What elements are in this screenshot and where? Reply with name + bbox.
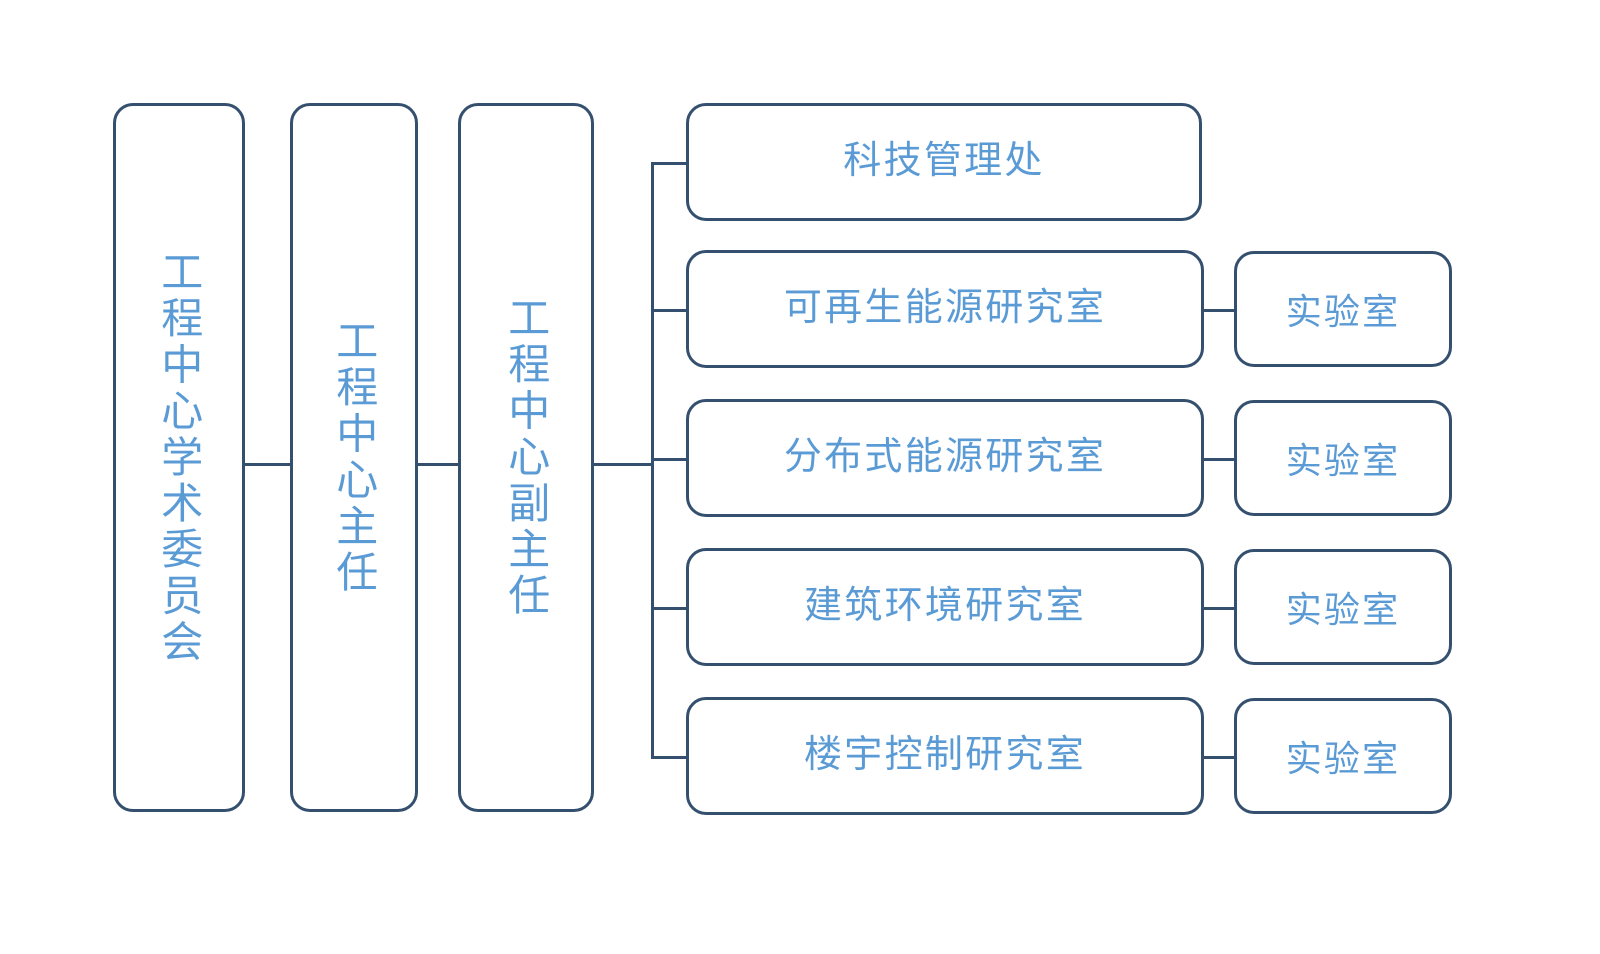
node-center-deputy-director[interactable]: 工程中心副主任 bbox=[458, 103, 594, 812]
node-lab-2[interactable]: 实验室 bbox=[1234, 251, 1452, 367]
connector-department-5-to-lab bbox=[1204, 756, 1262, 759]
node-department-1[interactable]: 科技管理处 bbox=[686, 103, 1202, 221]
node-lab-3[interactable]: 实验室 bbox=[1234, 400, 1452, 516]
connector-trunk-to-department-4 bbox=[651, 607, 689, 610]
connector-trunk-to-department-1 bbox=[651, 162, 689, 165]
node-department-4[interactable]: 建筑环境研究室 bbox=[686, 548, 1204, 666]
node-center-director[interactable]: 工程中心主任 bbox=[290, 103, 418, 812]
connector-department-4-to-lab bbox=[1204, 607, 1262, 610]
connector-trunk-to-department-3 bbox=[651, 458, 689, 461]
connector-deputy-to-trunk bbox=[594, 463, 654, 466]
connector-trunk-to-department-5 bbox=[651, 756, 689, 759]
node-academic-committee[interactable]: 工程中心学术委员会 bbox=[113, 103, 245, 812]
node-lab-5[interactable]: 实验室 bbox=[1234, 698, 1452, 814]
connector-director-to-deputy bbox=[418, 463, 458, 466]
connector-committee-to-director bbox=[245, 463, 290, 466]
connector-trunk-to-department-2 bbox=[651, 309, 689, 312]
node-department-5[interactable]: 楼宇控制研究室 bbox=[686, 697, 1204, 815]
node-department-3[interactable]: 分布式能源研究室 bbox=[686, 399, 1204, 517]
connector-department-3-to-lab bbox=[1204, 458, 1262, 461]
connector-department-2-to-lab bbox=[1204, 309, 1262, 312]
node-department-2[interactable]: 可再生能源研究室 bbox=[686, 250, 1204, 368]
node-lab-4[interactable]: 实验室 bbox=[1234, 549, 1452, 665]
